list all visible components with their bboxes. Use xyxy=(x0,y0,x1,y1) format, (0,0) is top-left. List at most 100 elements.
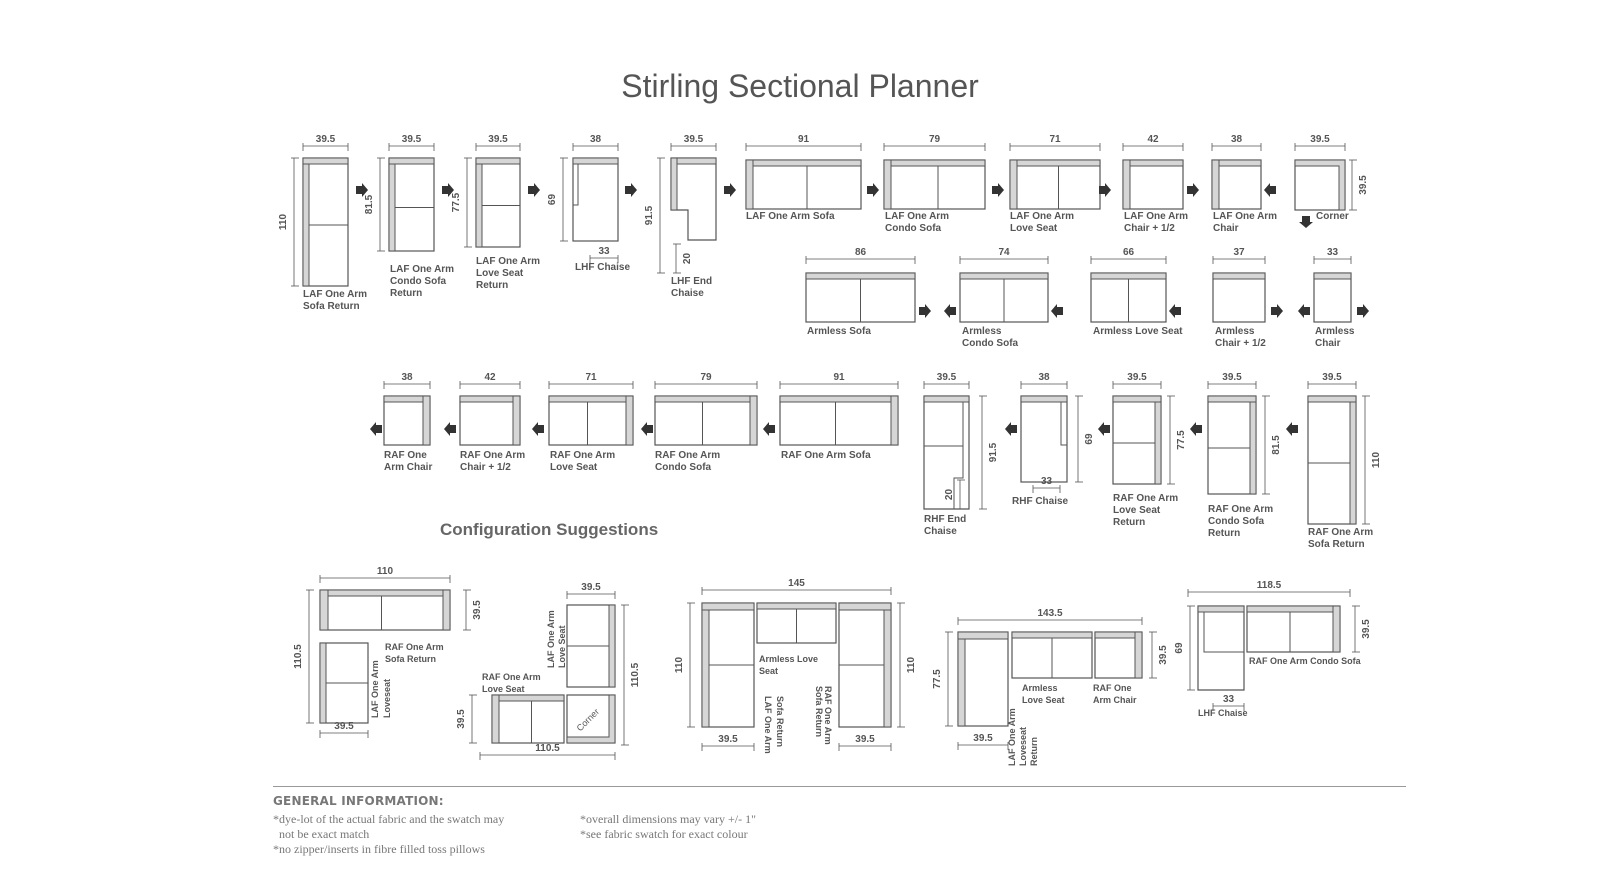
dimension-label: 38 xyxy=(1038,372,1050,383)
back-cushion xyxy=(459,395,521,403)
arm-left xyxy=(491,694,500,744)
piece-label: RAF One Arm xyxy=(1308,527,1373,538)
back-cushion xyxy=(302,157,310,287)
dimension-label: 39.5 xyxy=(1322,372,1342,383)
dimension-label: 39.5 xyxy=(718,734,738,745)
chaise-back xyxy=(953,402,964,509)
sofa-outline xyxy=(779,395,899,446)
piece-label: RAF One Arm xyxy=(460,450,525,461)
arm-left xyxy=(883,159,892,210)
back-cushion xyxy=(572,157,619,165)
dimension-label: 81.5 xyxy=(364,194,375,214)
piece-label: LAF One Arm xyxy=(476,256,540,267)
corner-back xyxy=(566,694,616,744)
arrow-icon xyxy=(1005,422,1017,436)
piece-label: Love Seat xyxy=(1113,505,1161,516)
dimension-label: 110 xyxy=(278,213,289,230)
piece-label: Arm Chair xyxy=(384,462,432,473)
back-cushion xyxy=(957,631,966,727)
back-cushion xyxy=(1122,159,1184,167)
sofa-outline xyxy=(548,395,634,446)
arm-left xyxy=(1009,159,1018,210)
piece-label: LHF Chaise xyxy=(575,262,630,273)
dimension-label: 39.5 xyxy=(973,733,993,744)
arm-right xyxy=(625,395,634,446)
dimension-label: 39.5 xyxy=(402,134,422,145)
dimension-label: 69 xyxy=(1174,642,1185,654)
back-cushion xyxy=(1249,395,1257,495)
sofa-outline xyxy=(745,159,862,210)
dimension-label: 66 xyxy=(1123,247,1135,258)
piece-label: RAF One Arm xyxy=(482,672,541,682)
dimension-label: 79 xyxy=(700,372,712,383)
arrow-icon xyxy=(444,422,456,436)
piece-label: Sofa Return xyxy=(814,686,824,737)
piece-label: RAF One Arm xyxy=(823,686,833,745)
back-cushion xyxy=(779,395,899,403)
dimension-label: 91 xyxy=(798,134,810,145)
piece-label: Loveseat xyxy=(382,679,392,718)
return-outline xyxy=(302,157,349,287)
chaise-back xyxy=(1203,612,1244,653)
corner-outline xyxy=(566,694,616,744)
piece-label: Sofa Return xyxy=(775,696,785,747)
arm-top xyxy=(1307,395,1357,403)
piece-label: Condo Sofa xyxy=(962,338,1019,349)
piece-label: Love Seat xyxy=(557,625,567,668)
dimension-label: 110.5 xyxy=(293,644,304,669)
piece-label: LAF One Arm xyxy=(390,264,454,275)
back-cushion xyxy=(883,159,986,167)
back-cushion xyxy=(1009,159,1101,167)
piece-label: Arm Chair xyxy=(1093,695,1137,705)
back-cushion xyxy=(701,602,710,728)
back-cushion xyxy=(1313,272,1352,280)
dimension-label: 69 xyxy=(1084,433,1095,445)
sofa-outline xyxy=(654,395,758,446)
dimension-label: 69 xyxy=(547,194,558,206)
dimension-label: 86 xyxy=(855,247,867,258)
arm-top xyxy=(475,157,521,165)
piece-label: LAF One Arm xyxy=(1010,211,1074,222)
dimension-label: 38 xyxy=(1231,134,1243,145)
piece-label: LAF One Arm xyxy=(885,211,949,222)
back-cushion xyxy=(1020,395,1068,403)
sofa-outline xyxy=(491,694,565,744)
sofa-outline xyxy=(883,159,986,210)
back-cushion xyxy=(745,159,862,167)
piece-label: Loveseat xyxy=(1018,727,1028,766)
dimension-label: 33 xyxy=(598,246,610,257)
arrow-icon xyxy=(944,304,956,318)
back-cushion xyxy=(548,395,634,403)
piece-label: LAF One Arm xyxy=(1007,708,1017,766)
piece-label: Chair + 1/2 xyxy=(1124,223,1175,234)
return-outline xyxy=(388,157,435,252)
general-info-note: *dye-lot of the actual fabric and the sw… xyxy=(273,812,504,857)
dimension-label: 110.5 xyxy=(535,743,560,754)
arm-top xyxy=(388,157,435,165)
piece-label: LAF One Arm xyxy=(763,696,773,754)
piece-label: RAF One Arm xyxy=(550,450,615,461)
piece-label: RAF One Arm Condo Sofa xyxy=(1249,656,1362,666)
arm-right xyxy=(512,395,521,446)
arm-left xyxy=(1211,159,1220,210)
dimension-label: 39.5 xyxy=(334,721,354,732)
dimension-label: 39.5 xyxy=(472,600,483,620)
arm-top xyxy=(302,157,349,165)
arrow-icon xyxy=(1051,304,1063,318)
back-cushion xyxy=(319,642,327,724)
piece-label: Condo Sofa xyxy=(390,276,447,287)
return-outline xyxy=(957,631,1009,727)
arm-right xyxy=(749,395,758,446)
dimension-label: 39.5 xyxy=(1361,619,1372,639)
piece-label: LAF One Arm xyxy=(546,610,556,668)
dimension-label: 110.5 xyxy=(630,662,641,687)
return-outline xyxy=(1207,395,1257,495)
dimension-label: 39.5 xyxy=(581,582,601,593)
general-info-heading: GENERAL INFORMATION: xyxy=(273,794,444,808)
dimension-label: 110 xyxy=(377,566,394,577)
piece-label: Love Seat xyxy=(476,268,524,279)
dimension-label: 39.5 xyxy=(1358,175,1369,195)
piece-label: RAF One Arm xyxy=(1113,493,1178,504)
piece-label: Return xyxy=(1029,737,1039,766)
